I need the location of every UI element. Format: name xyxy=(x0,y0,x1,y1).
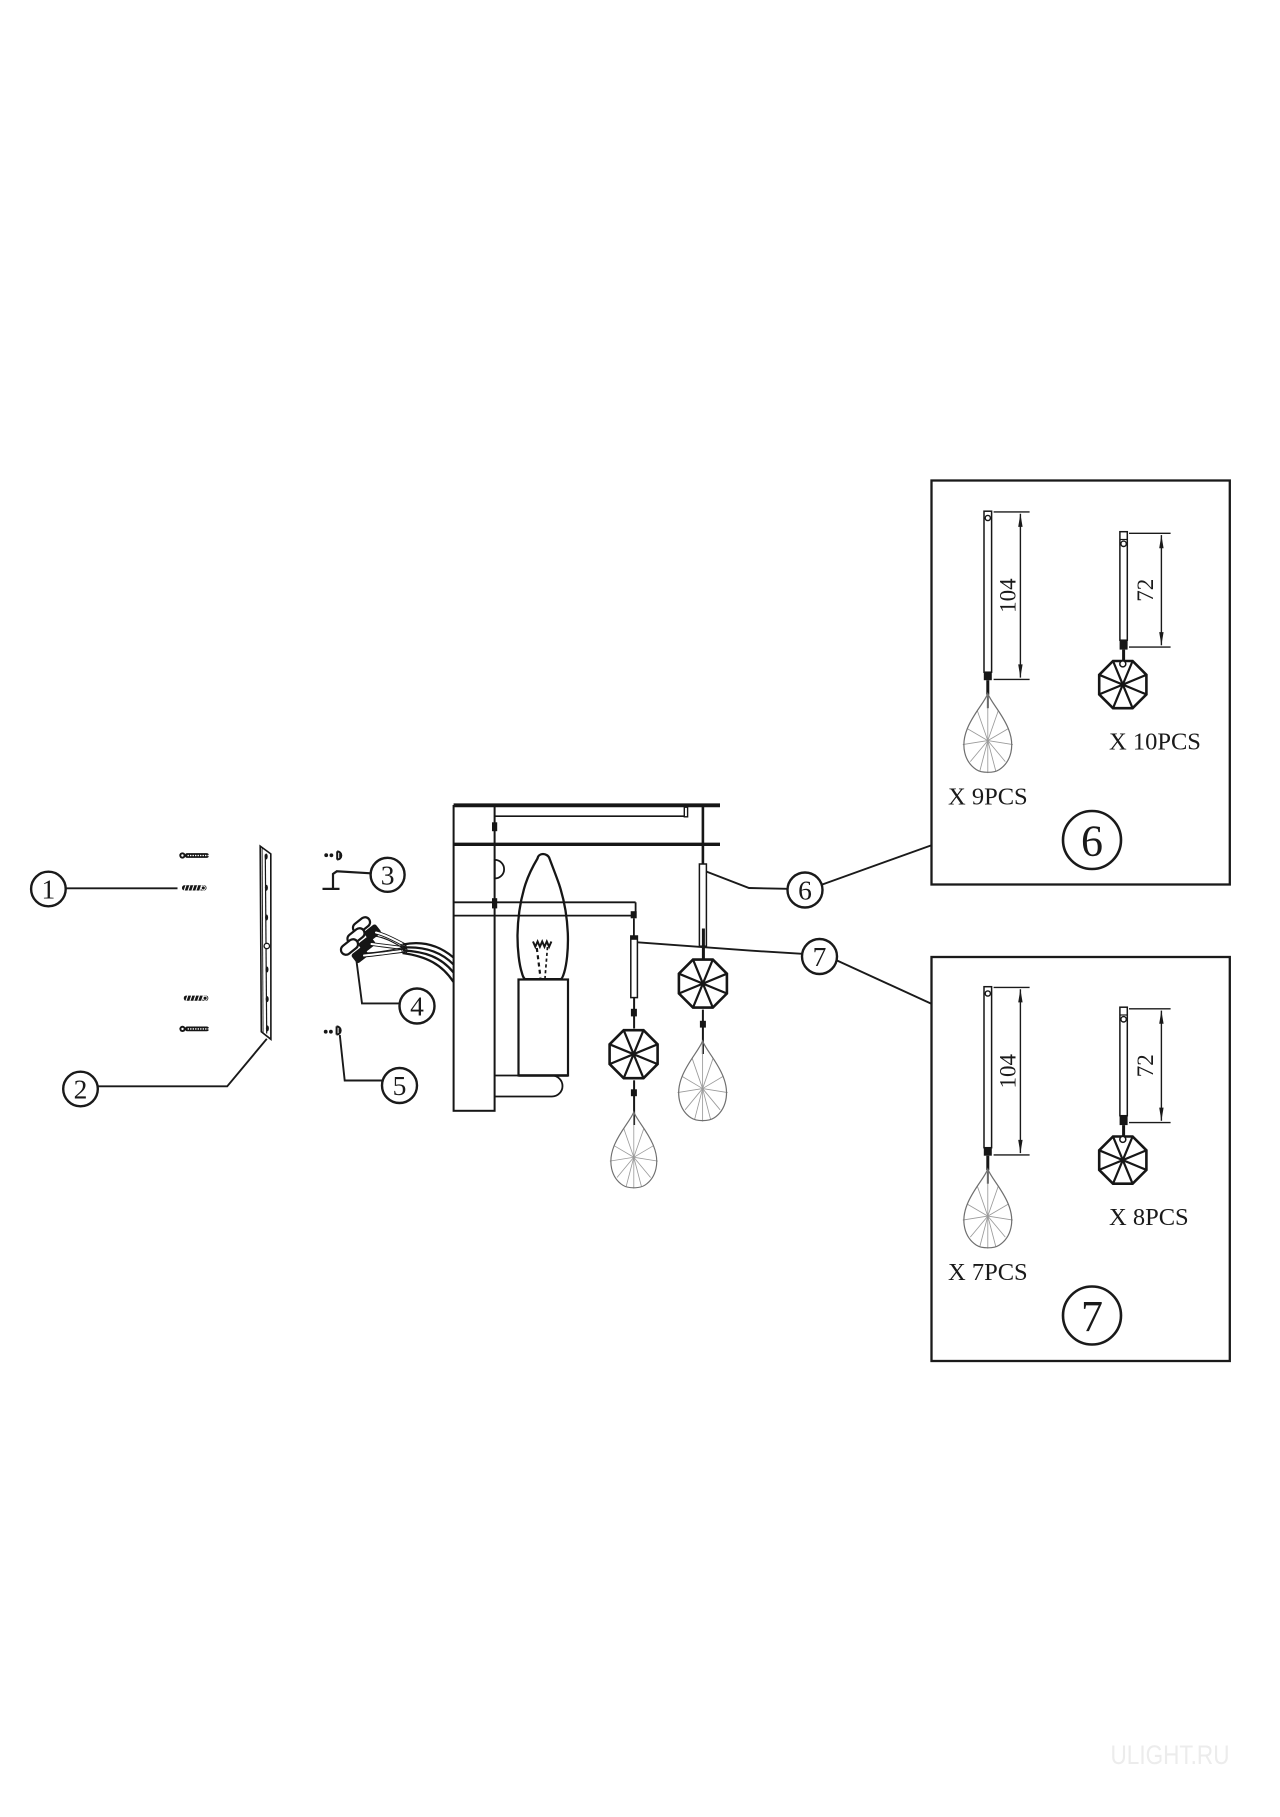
svg-text:X 8PCS: X 8PCS xyxy=(1109,1204,1189,1231)
svg-text:X 9PCS: X 9PCS xyxy=(948,784,1028,811)
svg-text:104: 104 xyxy=(996,578,1021,613)
svg-text:6: 6 xyxy=(1081,817,1103,866)
svg-text:4: 4 xyxy=(410,991,424,1022)
svg-text:X 10PCS: X 10PCS xyxy=(1109,729,1201,756)
svg-text:X 7PCS: X 7PCS xyxy=(948,1259,1028,1286)
svg-text:72: 72 xyxy=(1133,579,1158,602)
svg-text:5: 5 xyxy=(393,1070,407,1101)
svg-text:3: 3 xyxy=(381,859,395,890)
svg-text:7: 7 xyxy=(813,941,827,972)
svg-text:1: 1 xyxy=(42,874,56,905)
svg-text:6: 6 xyxy=(798,875,812,906)
svg-text:ULIGHT.RU: ULIGHT.RU xyxy=(1111,1740,1230,1770)
svg-text:7: 7 xyxy=(1081,1292,1103,1341)
svg-text:72: 72 xyxy=(1133,1054,1158,1077)
svg-text:2: 2 xyxy=(74,1074,88,1105)
svg-text:104: 104 xyxy=(996,1053,1021,1088)
